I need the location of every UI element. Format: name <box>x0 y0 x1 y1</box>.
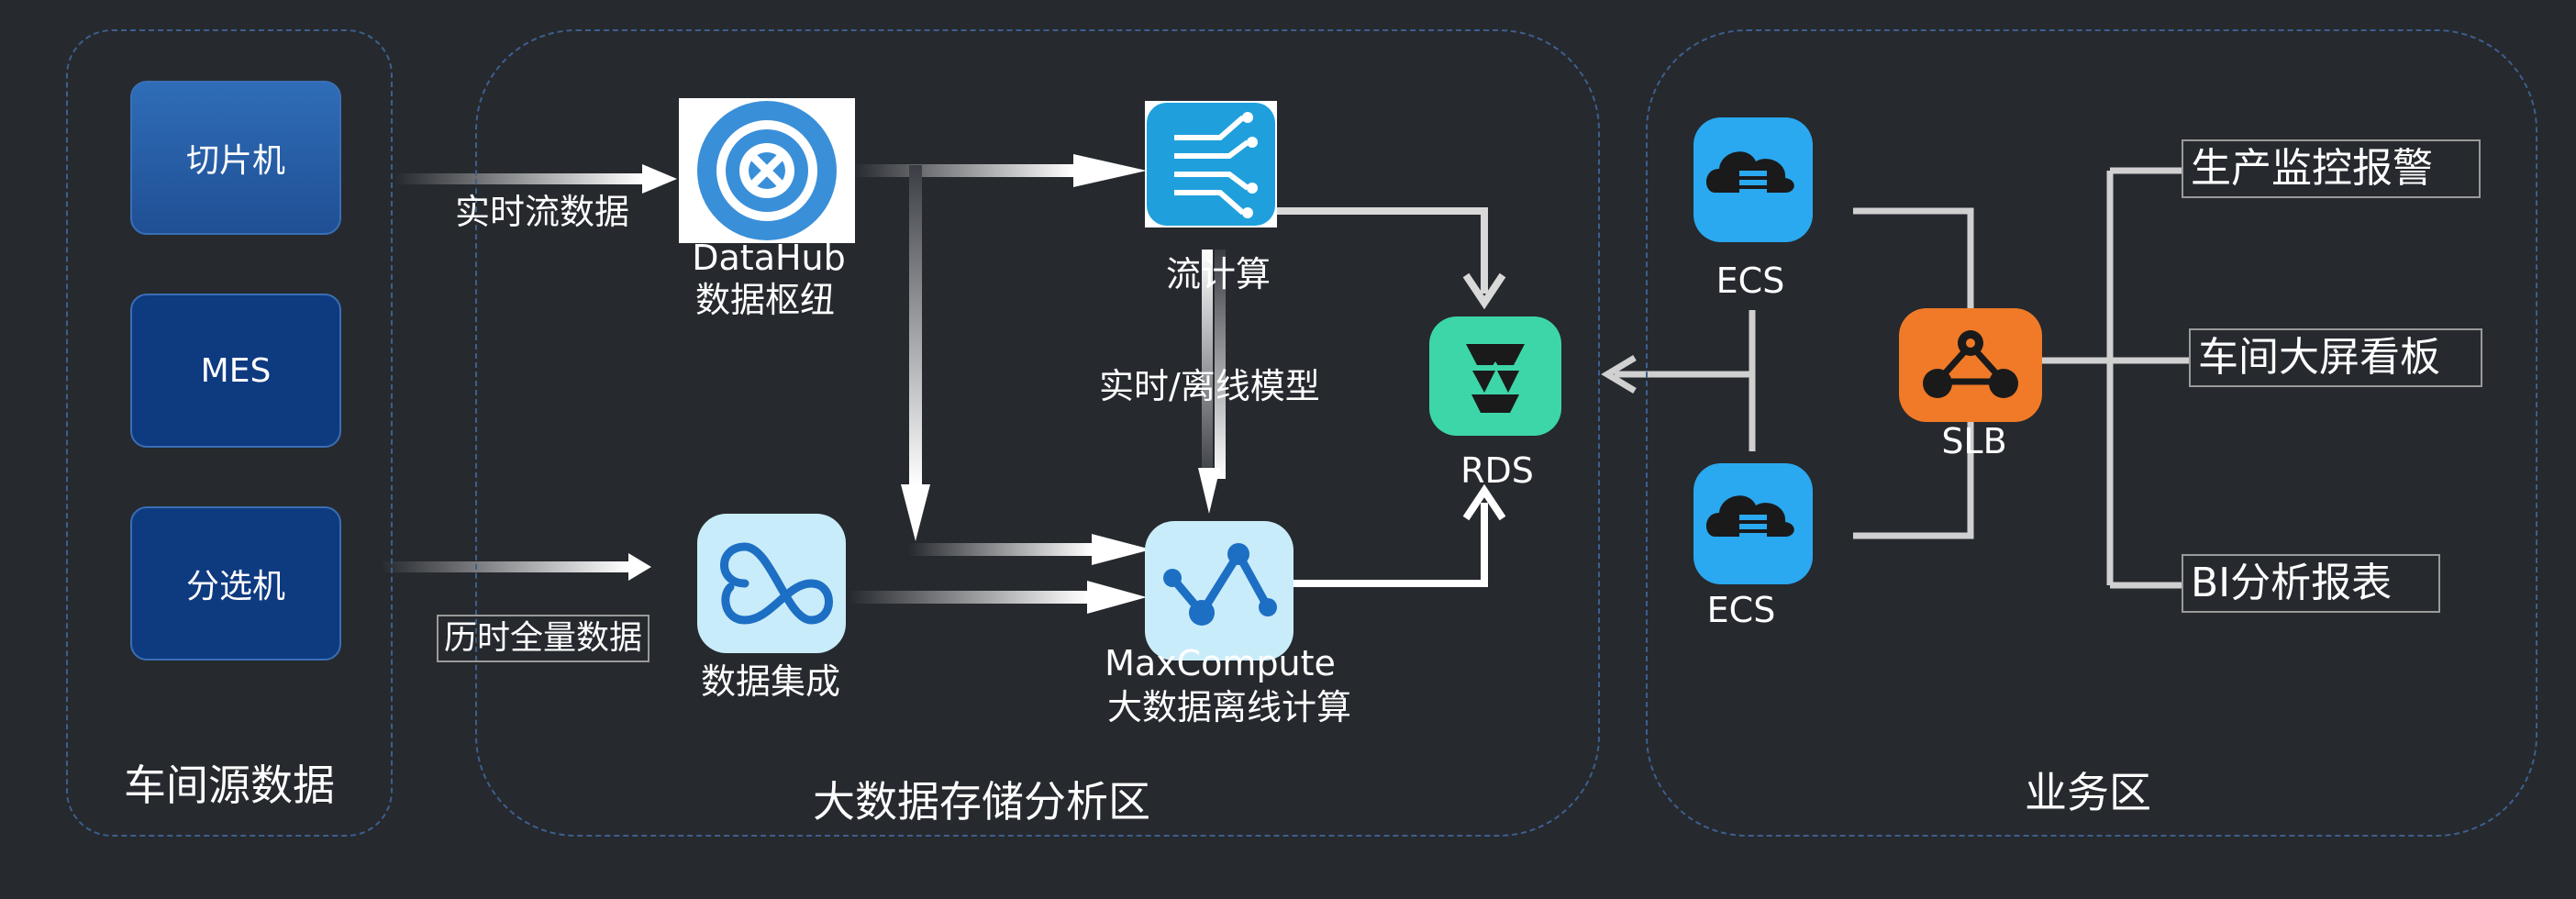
arrow-datahub-stream <box>853 164 1073 177</box>
connector-slb-ecs-top <box>1853 207 1974 312</box>
zone-business-title: 业务区 <box>2025 768 2151 817</box>
arrowhead-datahub-stream <box>1073 154 1147 187</box>
maxcompute-label-2: 大数据离线计算 <box>1106 687 1352 727</box>
ecs-bottom-label: ECS <box>1706 590 1776 630</box>
arrowhead-maxcompute-rds <box>1462 483 1506 521</box>
output-monitor-alarm: 生产监控报警 <box>2182 139 2481 199</box>
ecs-top-label: ECS <box>1715 261 1785 301</box>
source-mes-button[interactable]: MES <box>130 294 341 448</box>
datahub-icon <box>679 98 855 243</box>
arrow-integration-maxcompute <box>849 591 1087 604</box>
edge-label-history-full: 历时全量数据 <box>437 615 650 662</box>
arrow-sorter-integration <box>381 561 628 572</box>
source-slicer-button[interactable]: 切片机 <box>130 81 341 235</box>
output-workshop-screen: 车间大屏看板 <box>2189 328 2482 388</box>
arrow-datahub-down <box>909 165 922 486</box>
datahub-label-1: DataHub <box>692 238 846 278</box>
flow-arrows <box>381 154 2189 614</box>
datahub-label-2: 数据枢纽 <box>694 280 836 320</box>
ecs-bottom-icon <box>1693 463 1813 584</box>
zone-business <box>1646 29 2537 837</box>
maxcompute-icon <box>1145 521 1294 660</box>
arrow-maxcompute-rds <box>1292 503 1488 587</box>
zone-bigdata <box>475 29 1600 837</box>
stream-compute-label: 流计算 <box>1165 254 1271 294</box>
arrowhead-sorter-integration <box>628 553 651 581</box>
arrowhead-datahub-down <box>901 484 930 541</box>
ecs-top-icon <box>1693 117 1813 242</box>
arrow-model-up <box>1202 250 1213 479</box>
rds-label: RDS <box>1460 450 1534 491</box>
arrowhead-to-maxcompute-top <box>1092 534 1151 565</box>
arrowhead-slicer-datahub <box>642 164 677 194</box>
arrow-model-down <box>1215 250 1226 479</box>
arrowhead-integration-maxcompute <box>1087 581 1147 614</box>
connector-slb-ecs-bottom <box>1853 413 1974 539</box>
zone-source <box>66 29 393 837</box>
data-integration-label: 数据集成 <box>700 661 841 702</box>
arrow-to-maxcompute-top <box>908 543 1092 556</box>
arrowhead-stream-rds <box>1462 272 1506 310</box>
arrow-slicer-datahub <box>394 173 642 184</box>
zone-source-title: 车间源数据 <box>124 760 335 810</box>
source-sorter-button[interactable]: 分选机 <box>130 506 341 660</box>
arrowhead-ecs-rds <box>1601 354 1637 394</box>
stream-compute-icon <box>1145 101 1277 228</box>
maxcompute-label-1: MaxCompute <box>1105 643 1336 683</box>
arrowhead-model-down <box>1198 468 1220 514</box>
slb-label: SLB <box>1941 421 2007 461</box>
rds-icon <box>1429 316 1561 436</box>
arrow-stream-rds <box>1277 207 1488 294</box>
zone-bigdata-title: 大数据存储分析区 <box>813 777 1150 827</box>
edge-label-realtime-stream: 实时流数据 <box>455 192 630 232</box>
edge-label-model: 实时/离线模型 <box>1099 366 1320 406</box>
slb-icon <box>1899 308 2042 422</box>
data-integration-icon <box>697 514 846 653</box>
output-bi-report: BI分析报表 <box>2182 554 2440 614</box>
